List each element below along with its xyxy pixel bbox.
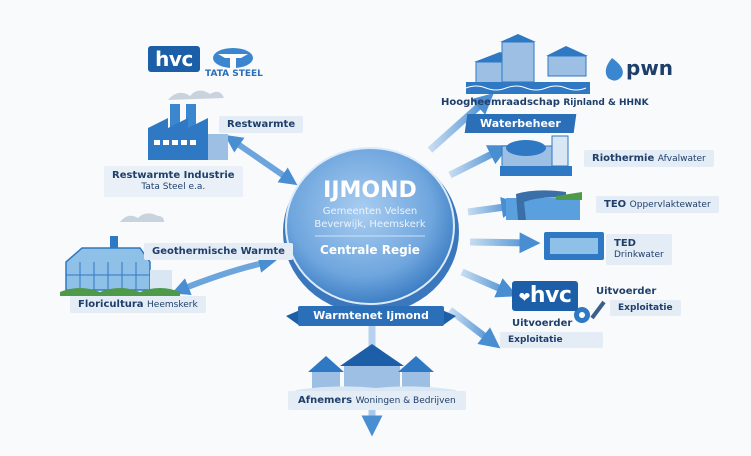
floricultura-subtitle: Heemskerk [147, 300, 198, 310]
industry-title: Restwarmte Industrie [112, 170, 235, 181]
pwn-drop-icon [605, 58, 623, 81]
center-subtitle-2: Beverwijk, Heemskerk [314, 219, 426, 230]
tag-waterbeheer: Waterbeheer [464, 114, 577, 133]
afnemers-subtitle: Woningen & Bedrijven [355, 396, 456, 406]
water-board-subtitle: Rijnland & HHNK [563, 98, 649, 108]
label-restwarmte-industrie: Restwarmte Industrie Tata Steel e.a. [104, 166, 243, 197]
teo-illustration [506, 190, 582, 220]
label-uitvoerder-left: Uitvoerder [512, 318, 573, 329]
label-ted: TED Drinkwater [606, 234, 672, 265]
water-board-illustration [465, 34, 590, 94]
center-circle [285, 147, 455, 305]
water-board-title: Hoogheemraadschap [441, 97, 560, 108]
center-subtitle-1: Gemeenten Velsen [322, 206, 418, 217]
riothermie-illustration [500, 135, 572, 176]
arrow-hvc [460, 268, 518, 298]
banner-ribbon [298, 306, 444, 326]
arrow-exploitatie [447, 307, 501, 349]
tata-steel-logo: TATA STEEL [205, 69, 263, 79]
label-geothermische-warmte: Geothermische Warmte [144, 243, 293, 260]
label-afnemers: Afnemers Woningen & Bedrijven [288, 391, 466, 410]
label-restwarmte: Restwarmte [219, 116, 304, 133]
arrow-ted [469, 232, 541, 254]
industry-subtitle: Tata Steel e.a. [141, 182, 206, 192]
label-hoogheemraadschap: Hoogheemraadschap Rijnland & HHNK [441, 97, 649, 108]
tata-steel-emblem [213, 48, 253, 68]
label-riothermie: Riothermie Afvalwater [584, 150, 714, 167]
pwn-logo: pwn [626, 56, 674, 80]
center-title: IJMOND [323, 178, 417, 203]
factory-illustration [148, 90, 228, 160]
afnemers-title: Afnemers [298, 395, 353, 406]
label-teo: TEO Oppervlaktewater [596, 196, 719, 213]
label-floricultura: Floricultura Heemskerk [70, 296, 206, 313]
floricultura-title: Floricultura [78, 299, 144, 310]
banner-warmtenet-ijmond: Warmtenet Ijmond [313, 309, 429, 322]
wrench-gear-icon [574, 300, 606, 323]
hvc-logo: hvc [148, 46, 200, 72]
hvc-heart-icon: ❤ [518, 290, 531, 306]
arrow-riothermie [448, 145, 510, 179]
ted-illustration [544, 232, 604, 260]
arrow-waterbeheer [427, 93, 494, 153]
greenhouse-illustration [60, 213, 180, 296]
label-uitvoerder-right: Uitvoerder [596, 286, 657, 297]
center-role: Centrale Regie [320, 243, 420, 257]
arrow-geothermie [171, 255, 277, 296]
arrow-restwarmte [224, 134, 298, 186]
houses-illustration [296, 344, 456, 396]
label-exploitatie-right: Exploitatie [610, 300, 681, 316]
arrow-teo [467, 197, 523, 218]
hvc-operator-logo: ❤hvc [512, 281, 578, 311]
label-exploitatie-left: Exploitatie [500, 332, 603, 348]
